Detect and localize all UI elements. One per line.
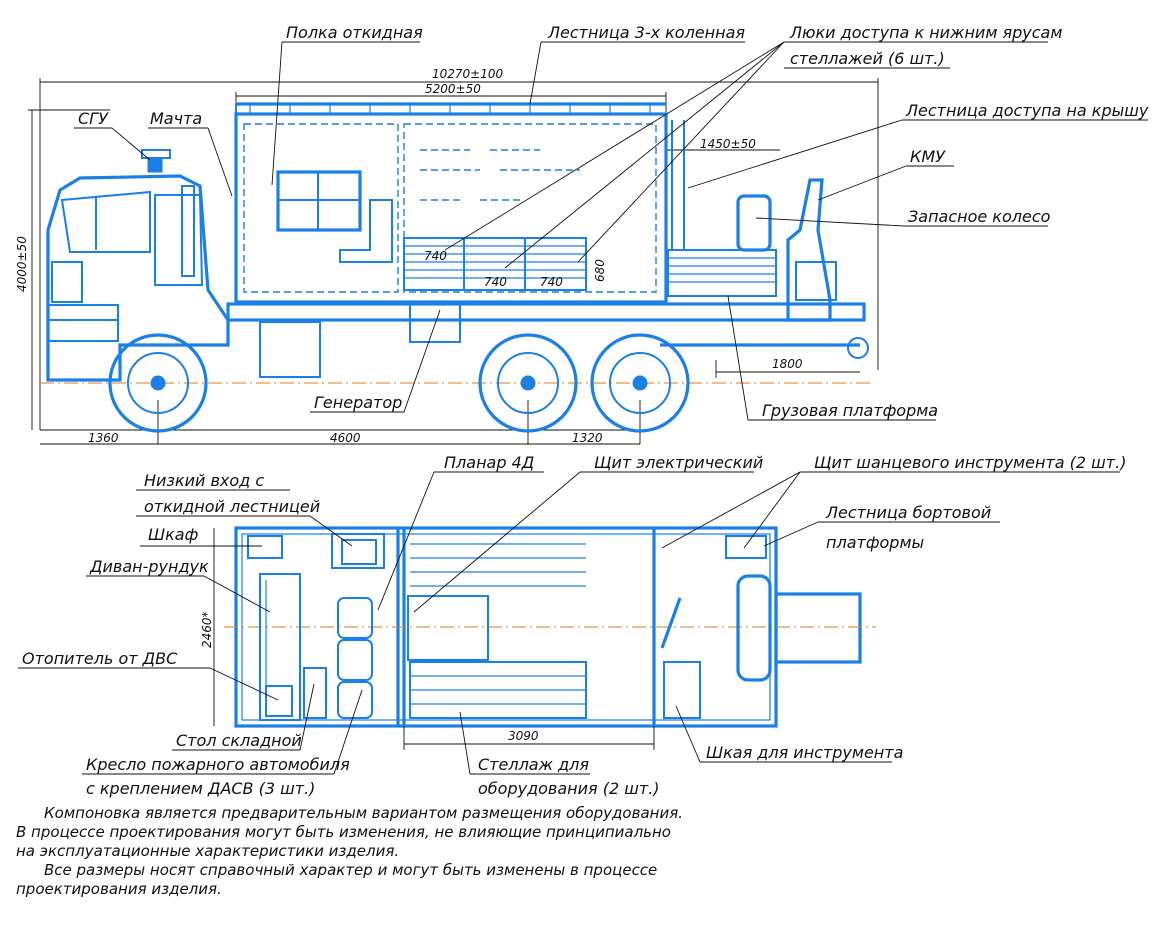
kmu-crane (786, 178, 837, 322)
label-sofa: Диван-рундук (89, 557, 209, 576)
label-hatches: Люки доступа к нижним ярусам (789, 23, 1062, 42)
dim-front-overhang: 1360 (88, 431, 119, 445)
dim-width: 2460* (200, 611, 214, 648)
dim-rack-2: 740 (484, 275, 507, 289)
side-view-labels: Полка откидная Лестница 3-х коленная Люк… (74, 23, 1149, 421)
label-tool-panel: Щит шанцевого инструмента (2 шт.) (814, 453, 1126, 472)
note-line-4: Все размеры носят справочный характер и … (44, 861, 658, 879)
label-folding-table: Стол складной (176, 731, 302, 750)
dim-rack-3: 740 (540, 275, 563, 289)
label-chair: Кресло пожарного автомобиля (86, 755, 350, 774)
label-kmu: КМУ (910, 147, 946, 166)
chassis (226, 301, 869, 378)
label-cabinet: Шкаф (148, 525, 198, 544)
dim-rear-section: 1450±50 (700, 137, 756, 151)
plan-view-labels: Низкий вход с откидной лестницей Шкаф Ди… (18, 453, 1126, 798)
label-side-ladder: Лестница бортовой (825, 503, 991, 522)
wheels (108, 333, 690, 433)
dim-body-length: 5200±50 (425, 82, 481, 96)
label-mast: Мачта (150, 109, 202, 128)
label-electric-panel: Щит электрический (594, 453, 763, 472)
label-cargo-platform: Грузовая платформа (762, 401, 938, 420)
label-planar: Планар 4Д (444, 453, 534, 472)
label-chair-2: с креплением ДАСВ (3 шт.) (86, 779, 315, 798)
note-line-2: В процессе проектирования могут быть изм… (16, 823, 671, 841)
label-hatches-2: стеллажей (6 шт.) (790, 49, 945, 68)
note-line-5: проектирования изделия. (16, 880, 222, 898)
label-generator: Генератор (314, 393, 402, 412)
box-body: 740 740 740 680 (234, 102, 777, 304)
label-roof-ladder: Лестница доступа на крышу (905, 101, 1149, 120)
note-line-1: Компоновка является предварительным вари… (44, 804, 683, 822)
label-rack: Стеллаж для (478, 755, 589, 774)
label-sgu: СГУ (78, 109, 109, 128)
note-line-3: на эксплуатационные характеристики издел… (16, 842, 400, 860)
label-ladder: Лестница 3-х коленная (547, 23, 745, 42)
side-view: 10270±100 5200±50 1450±50 4000±50 1360 4… (15, 23, 1149, 445)
label-folding-shelf: Полка откидная (286, 23, 423, 42)
top-dimensions: 10270±100 5200±50 1450±50 4000±50 (15, 67, 879, 430)
dim-overall-length: 10270±100 (432, 67, 503, 81)
dim-rack-1: 740 (424, 249, 447, 263)
label-low-entrance-2: откидной лестницей (144, 497, 320, 516)
dim-cargo-platform: 1800 (772, 357, 803, 371)
dim-rack-height: 680 (593, 259, 607, 282)
label-low-entrance: Низкий вход с (144, 471, 264, 490)
roof-ladder-rungs (249, 104, 651, 114)
dim-rack-room: 3090 (508, 729, 539, 743)
label-heater: Отопитель от ДВС (22, 649, 178, 668)
label-rack-2: оборудования (2 шт.) (478, 779, 660, 798)
label-spare-wheel: Запасное колесо (908, 207, 1051, 226)
drawing-notes: Компоновка является предварительным вари… (16, 804, 736, 899)
label-side-ladder-2: платформы (826, 533, 924, 552)
truck-cab (46, 149, 230, 382)
plan-view: 2460* 3090 Низкий вход с откидной лестни… (18, 453, 1126, 798)
label-tool-cabinet: Шкая для инструмента (706, 743, 903, 762)
dim-height: 4000±50 (15, 236, 29, 292)
dim-rear-axles: 1320 (572, 431, 603, 445)
dim-wheelbase: 4600 (330, 431, 361, 445)
